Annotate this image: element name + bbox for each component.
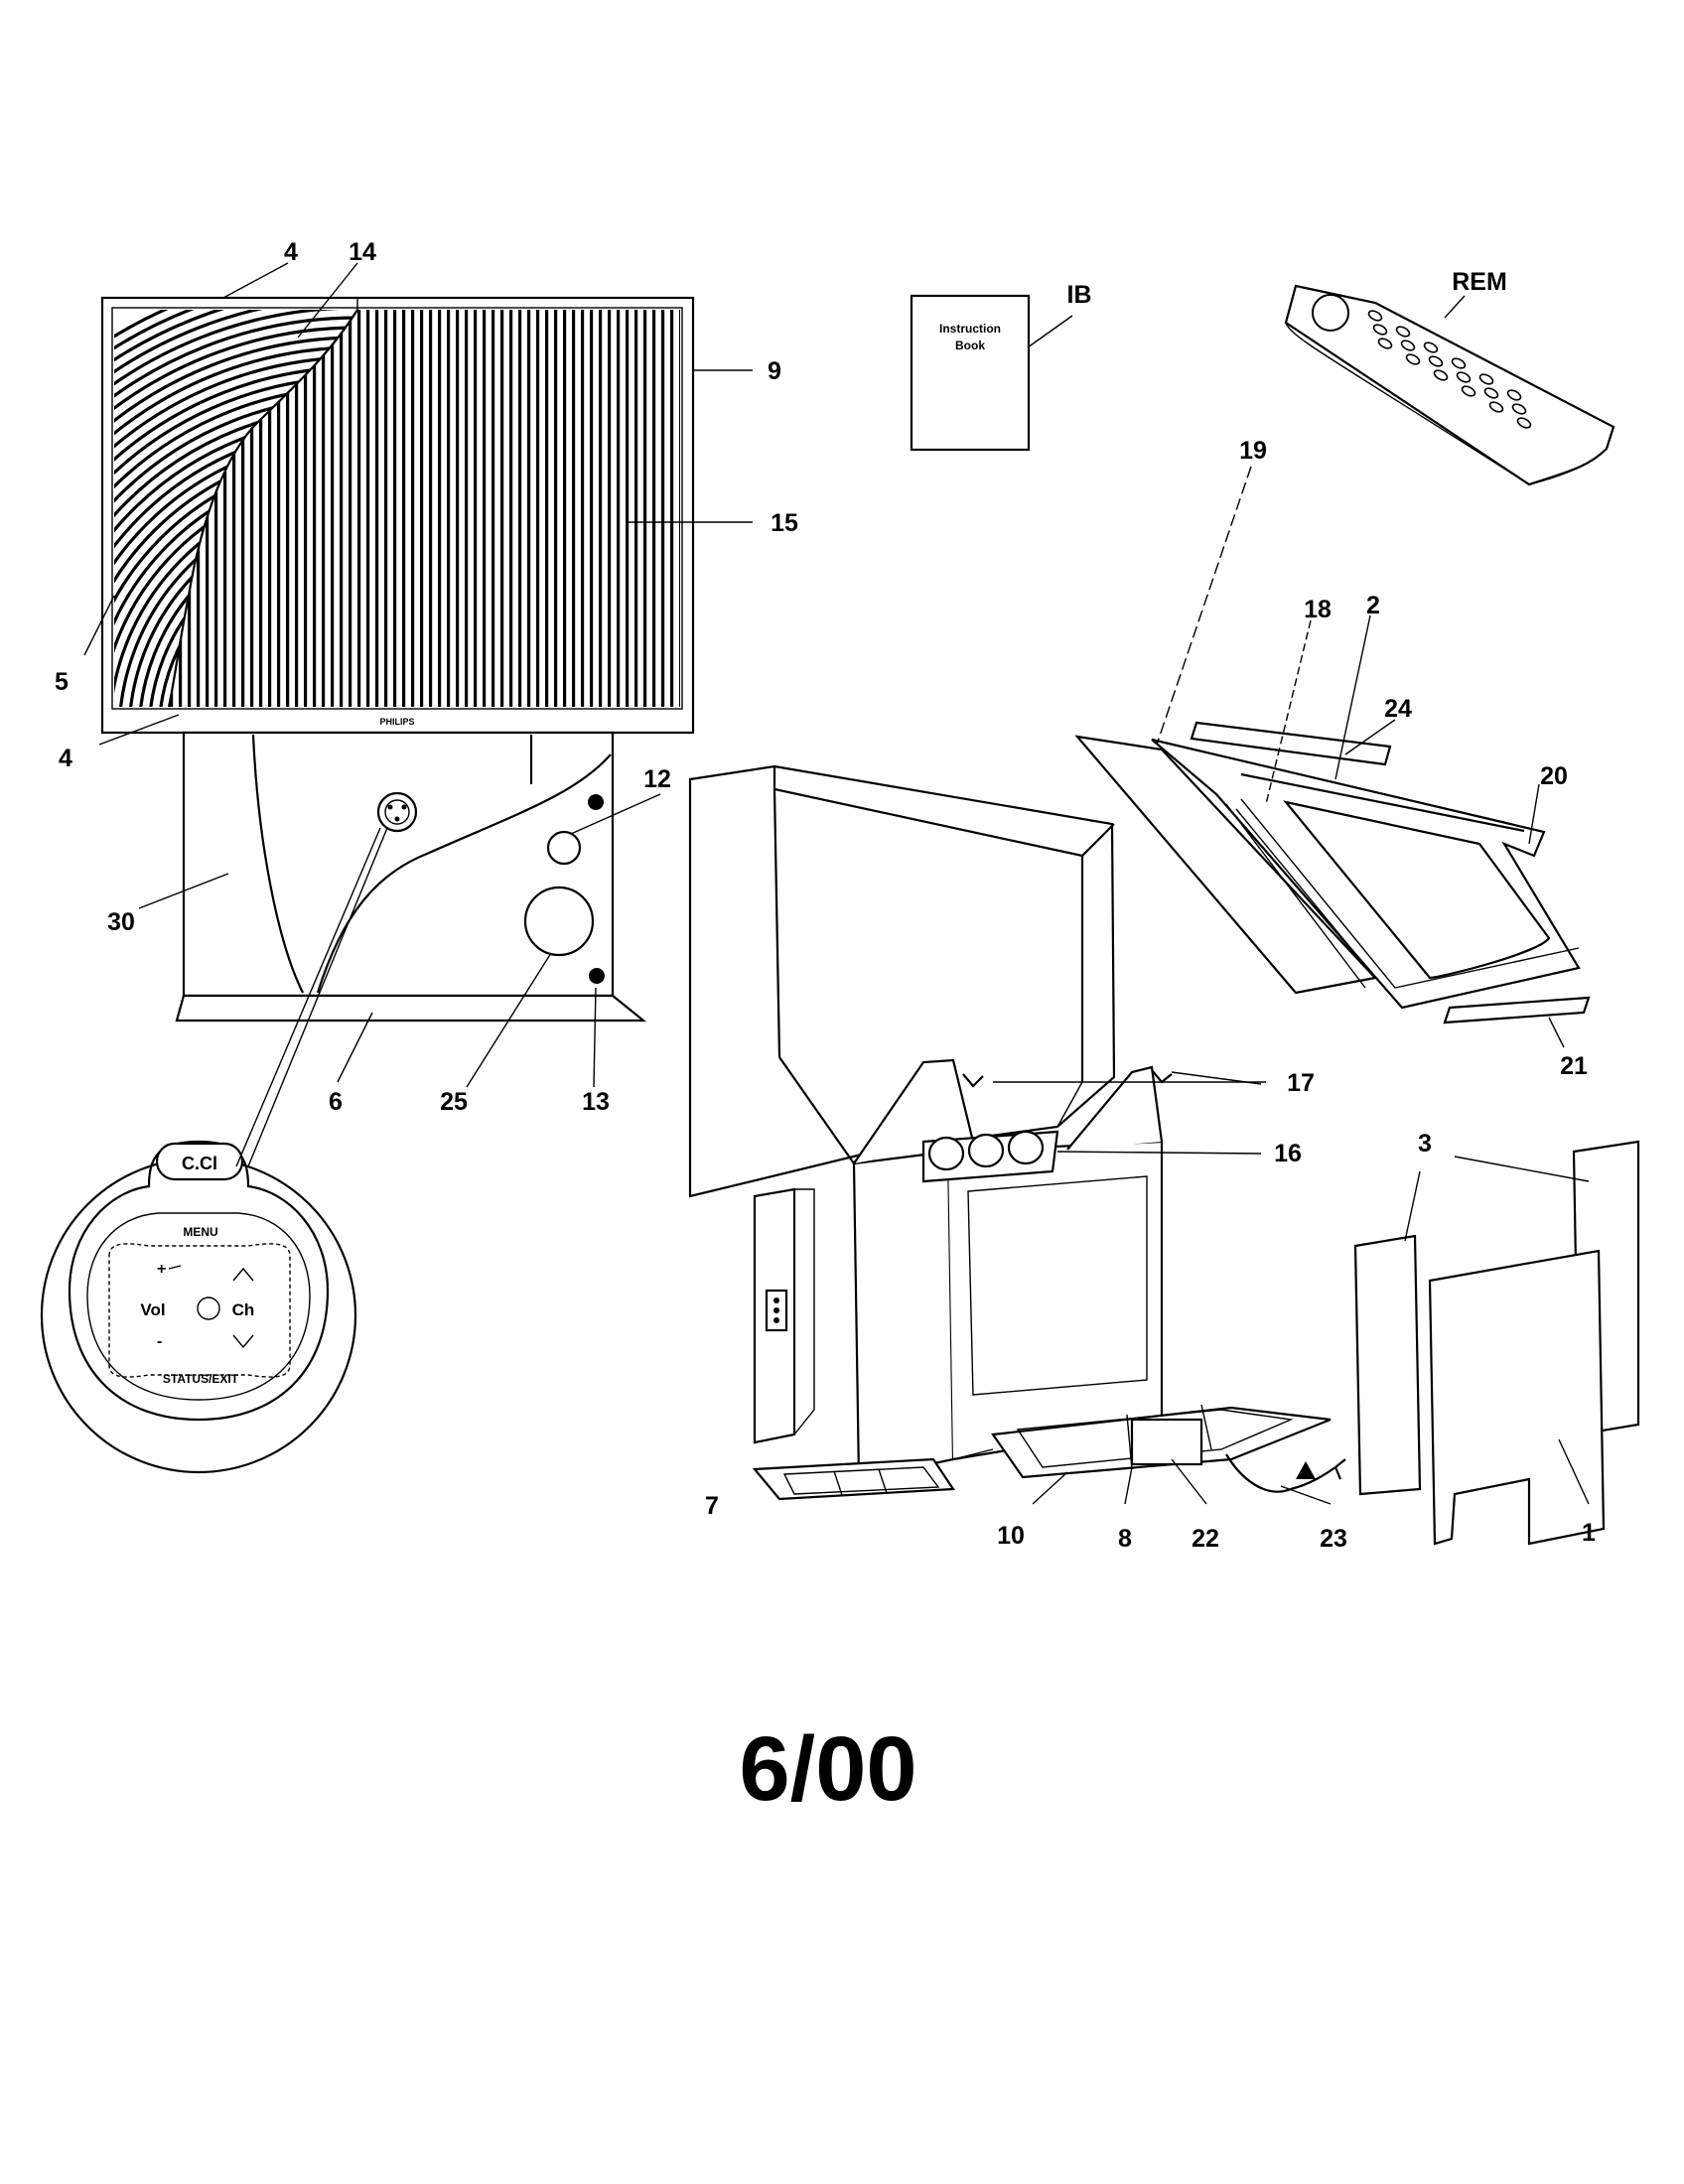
- minus-label: -: [157, 1333, 162, 1350]
- ch-label: Ch: [232, 1300, 255, 1319]
- callout-17: 17: [1287, 1069, 1315, 1097]
- remote-button: [1506, 389, 1522, 401]
- clip-17a: [962, 1073, 984, 1088]
- remote-button: [1405, 353, 1421, 365]
- remote-button: [1395, 326, 1411, 338]
- callout-labels: 4 14 9 15 5 4 12 30 6 25 13 IB REM 19 18…: [55, 238, 1596, 1553]
- callout-ib: IB: [1067, 281, 1092, 309]
- callout-18: 18: [1304, 596, 1332, 623]
- control-panel-closeup: C.Cl MENU + Vol Ch - STATUS/EXIT: [40, 1140, 357, 1474]
- back-panels: [1353, 1140, 1640, 1546]
- control-knob: [376, 791, 418, 833]
- instruction-book: Instruction Book: [910, 294, 1031, 452]
- callout-20: 20: [1540, 762, 1568, 790]
- callout-13: 13: [582, 1088, 610, 1116]
- screen-strip-21: [1443, 996, 1591, 1024]
- remote-button: [1433, 369, 1449, 381]
- callout-22: 22: [1192, 1525, 1219, 1553]
- remote-buttons: [1312, 294, 1532, 429]
- remote-button: [1461, 385, 1476, 397]
- callout-10: 10: [997, 1522, 1025, 1550]
- callout-19: 19: [1239, 437, 1267, 465]
- crt-lens-2: [967, 1133, 1005, 1168]
- callout-5: 5: [55, 668, 69, 696]
- closeup-leader-a: [247, 827, 388, 1167]
- button-12: [546, 830, 582, 866]
- booklet-line1: Instruction: [939, 322, 1001, 336]
- tv-front-frame: PHILIPS: [100, 296, 695, 735]
- callout-1: 1: [1582, 1519, 1596, 1547]
- tv-front-lower-cabinet: [175, 731, 647, 1023]
- crt-lens-1: [927, 1136, 965, 1171]
- remote-button: [1483, 387, 1499, 399]
- callout-6: 6: [329, 1088, 343, 1116]
- callout-24: 24: [1384, 695, 1412, 723]
- callout-16: 16: [1274, 1140, 1302, 1167]
- vol-label: Vol: [140, 1300, 165, 1319]
- power-cord: [1225, 1453, 1336, 1493]
- callout-25: 25: [440, 1088, 468, 1116]
- callout-23: 23: [1320, 1525, 1347, 1553]
- base-trim-6: [175, 994, 647, 1023]
- tray-7: [752, 1457, 955, 1501]
- brand-label: PHILIPS: [379, 717, 414, 727]
- callout-2: 2: [1366, 592, 1380, 619]
- cc-label: C.Cl: [182, 1154, 217, 1173]
- remote-button: [1516, 417, 1532, 429]
- callout-14: 14: [349, 238, 376, 266]
- callout-rem: REM: [1452, 268, 1507, 296]
- screen-assembly: [1074, 721, 1591, 1024]
- clip-17b: [1151, 1069, 1173, 1084]
- sensor-dot-13: [589, 968, 605, 984]
- status-exit-label: STATUS/EXIT: [163, 1372, 239, 1386]
- callout-7: 7: [705, 1492, 719, 1520]
- callout-12: 12: [643, 765, 671, 793]
- remote-button: [1428, 355, 1444, 367]
- remote-button: [1478, 373, 1494, 385]
- remote-button: [1367, 310, 1383, 322]
- warning-triangle: [1296, 1461, 1316, 1479]
- side-panel-3a: [1353, 1234, 1422, 1496]
- remote-button: [1451, 357, 1467, 369]
- callout-30: 30: [107, 908, 135, 936]
- remote-button: [1488, 401, 1504, 413]
- callout-3: 3: [1418, 1130, 1432, 1158]
- projection-cabinet: [688, 764, 1346, 1501]
- crt-lens-3: [1007, 1130, 1045, 1165]
- remote-button: [1372, 324, 1388, 336]
- cabinet-center-column: [852, 1150, 955, 1481]
- callout-4-top: 4: [284, 238, 298, 266]
- remote-dpad: [1312, 294, 1349, 332]
- menu-label: MENU: [183, 1225, 217, 1239]
- remote-control: [1284, 284, 1615, 486]
- back-cover-1: [1428, 1249, 1606, 1546]
- date-code: 6/00: [739, 1718, 916, 1820]
- remote-button: [1423, 341, 1439, 353]
- booklet-line2: Book: [955, 339, 985, 352]
- remote-button: [1456, 371, 1472, 383]
- speaker-25: [523, 886, 595, 957]
- remote-button: [1511, 403, 1527, 415]
- closeup-leader-b: [235, 827, 381, 1167]
- remote-button: [1400, 340, 1416, 351]
- callout-9: 9: [768, 357, 781, 385]
- sensor-dot-top: [588, 794, 604, 810]
- leader-lines: [83, 262, 1590, 1505]
- plus-label: +: [157, 1261, 166, 1278]
- chassis-board-22: [1130, 1418, 1203, 1466]
- callout-21: 21: [1560, 1052, 1588, 1080]
- callout-4-bottom: 4: [59, 745, 72, 772]
- callout-15: 15: [771, 509, 798, 537]
- remote-button: [1377, 338, 1393, 349]
- callout-8: 8: [1118, 1525, 1132, 1553]
